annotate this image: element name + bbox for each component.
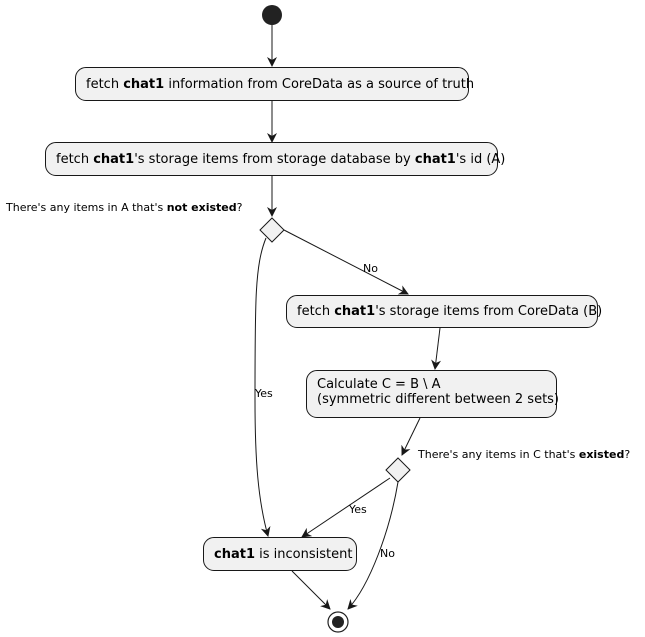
activity-line-1: Calculate C = B \ A (317, 377, 441, 392)
text-bold-2: chat1 (414, 151, 456, 167)
edge-label-c1-no: No (363, 262, 378, 275)
edge-c2-yes (301, 477, 391, 538)
cond-pre: There's any items in C that's (418, 448, 579, 461)
text-bold: chat1 (123, 76, 165, 92)
activity-fetch-chat1-info: fetch chat1 information from CoreData as… (75, 67, 474, 101)
cond-bold: not existed (166, 201, 237, 214)
activity-chat1-inconsistent: chat1 is inconsistent (203, 537, 357, 571)
activity-text: fetch chat1's storage items from storage… (56, 152, 505, 167)
end-node-inner (332, 616, 344, 628)
text-pre: fetch (297, 304, 335, 319)
condition-label-1: There's any items in A that's not existe… (6, 201, 243, 214)
activity-calculate-c: Calculate C = B \ A (symmetric different… (306, 370, 560, 418)
edge-a4-c2 (401, 417, 421, 456)
text-bold: chat1 (93, 151, 135, 167)
edge-label-c2-yes: Yes (349, 503, 367, 516)
activity-line-2: (symmetric different between 2 sets) (317, 392, 560, 407)
text-bold: chat1 (214, 546, 255, 562)
text-post: information from CoreData as a source of… (164, 76, 475, 92)
edge-c1-yes (254, 237, 271, 537)
text-post: 's storage items from CoreData (B) (375, 304, 603, 319)
start-node (262, 5, 282, 25)
activity-text: fetch chat1's storage items from CoreDat… (297, 304, 602, 319)
cond-post: ? (236, 201, 243, 214)
activity-text: fetch chat1 information from CoreData as… (86, 77, 474, 92)
cond-post: ? (624, 448, 631, 461)
text-bold: chat1 (334, 304, 376, 319)
edge-c2-no (347, 481, 399, 610)
edge-c1-no (283, 229, 409, 295)
text-post: 's id (A) (455, 151, 506, 167)
activity-fetch-storage-items-b: fetch chat1's storage items from CoreDat… (286, 295, 602, 328)
activity-text: chat1 is inconsistent (214, 547, 352, 562)
activity-fetch-storage-items-a: fetch chat1's storage items from storage… (45, 142, 505, 176)
text-mid: 's storage items from storage database b… (134, 151, 415, 167)
edge-a5-end (291, 570, 331, 610)
end-node-outer (327, 611, 349, 633)
edge-a3-a4 (431, 327, 442, 370)
text-pre: fetch (86, 76, 124, 92)
cond-pre: There's any items in A that's (6, 201, 167, 214)
edge-label-c1-yes: Yes (255, 387, 273, 400)
edge-label-c2-no: No (380, 547, 395, 560)
text-pre: fetch (56, 151, 94, 167)
cond-bold: existed (578, 448, 625, 461)
decision-diamond-1 (259, 217, 285, 243)
condition-label-2: There's any items in C that's existed? (418, 448, 630, 461)
text-post: is inconsistent (255, 546, 353, 562)
